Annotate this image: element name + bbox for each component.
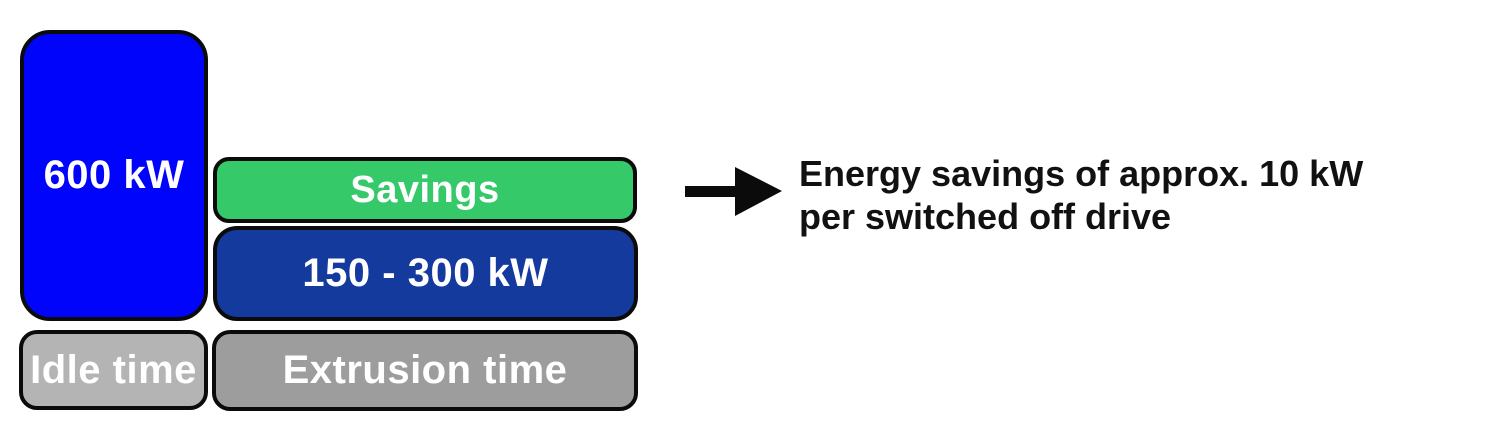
annotation-line1: Energy savings of approx. 10 kW (799, 153, 1364, 194)
savings-label: Savings (350, 168, 500, 211)
idle-power-label: 600 kW (43, 153, 185, 197)
extrusion-power-label: 150 - 300 kW (302, 251, 549, 295)
right-arrow-icon (680, 160, 785, 222)
extrusion-time-label: Extrusion time (282, 348, 568, 392)
idle-time-label: Idle time (30, 347, 197, 392)
idle-time-block: Idle time (19, 330, 208, 410)
idle-power-block: 600 kW (20, 30, 208, 321)
extrusion-power-block: 150 - 300 kW (213, 226, 638, 321)
annotation-line2: per switched off drive (799, 196, 1172, 237)
annotation-text: Energy savings of approx. 10 kW per swit… (799, 152, 1363, 238)
savings-block: Savings (213, 157, 637, 223)
extrusion-time-block: Extrusion time (212, 330, 638, 411)
